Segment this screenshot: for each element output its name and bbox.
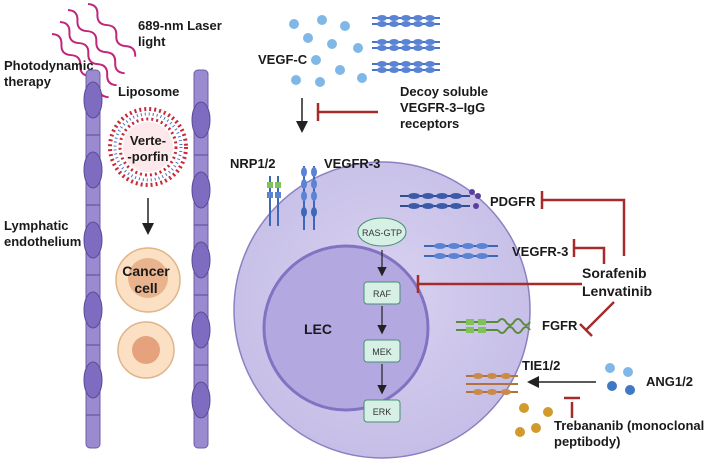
- vegfc-label: VEGF-C: [258, 52, 308, 67]
- liposome: [108, 107, 188, 187]
- laser-label-line1: 689-nm Laser: [138, 18, 222, 33]
- ang-label: ANG1/2: [646, 374, 693, 389]
- raf-label: RAF: [373, 289, 392, 299]
- ras-gtp-label: RAS-GTP: [362, 228, 402, 238]
- sorafenib-label: Sorafenib: [582, 265, 647, 281]
- tie-label: TIE1/2: [522, 358, 560, 373]
- verteporfin-label-line2: -porfin: [127, 149, 168, 164]
- trebananib-label-line1: Trebananib (monoclonal: [554, 418, 704, 433]
- ras-gtp-node: [357, 217, 407, 247]
- verteporfin-label-line1: Verte-: [130, 133, 166, 148]
- trebananib-label-line2: peptibody): [554, 434, 620, 449]
- vegfr3-right-label: VEGFR-3: [512, 244, 568, 259]
- decoy-label-line2: VEGFR-3–IgG: [400, 100, 485, 115]
- cancer-label-line1: Cancer: [122, 263, 170, 279]
- vegfc-ligands: [289, 15, 367, 87]
- mek-node: [363, 339, 401, 363]
- erk-node: [363, 399, 401, 423]
- pdt-label-line2: therapy: [4, 74, 52, 89]
- trebananib-molecules: [515, 403, 553, 437]
- ang-ligands: [605, 363, 635, 395]
- cancer-label-line2: cell: [134, 280, 157, 296]
- pdgfr-label: PDGFR: [490, 194, 536, 209]
- cancer-cell: [115, 247, 181, 313]
- tie-receptor: [466, 373, 518, 395]
- decoy-inhibition-line: [316, 103, 378, 121]
- lymphatic-label-line2: endothelium: [4, 234, 81, 249]
- lenvatinib-label: Lenvatinib: [582, 283, 652, 299]
- vegfr3-top-receptor: [301, 166, 317, 230]
- pdt-label-line1: Photodynamic: [4, 58, 94, 73]
- lec-nucleus: [262, 244, 430, 412]
- fgfr-receptor: [456, 318, 531, 334]
- vegfr3-top-label: VEGFR-3: [324, 156, 380, 171]
- lymphatic-endothelium-left-wall: [83, 69, 103, 449]
- decoy-label-line3: receptors: [400, 116, 459, 131]
- laser-light-rays: [51, 3, 137, 99]
- decoy-receptors: [372, 15, 440, 73]
- lec-label: LEC: [304, 321, 332, 337]
- pdgfr-receptor: [400, 189, 481, 209]
- laser-label-line2: light: [138, 34, 166, 49]
- lymphatic-label-line1: Lymphatic: [4, 218, 69, 233]
- cancer-cell-dying: [117, 321, 175, 379]
- erk-label: ERK: [373, 407, 392, 417]
- nrp-label: NRP1/2: [230, 156, 276, 171]
- decoy-label-line1: Decoy soluble: [400, 84, 488, 99]
- mek-label: MEK: [372, 347, 392, 357]
- liposome-label: Liposome: [118, 84, 179, 99]
- sorafenib-inhibition-lines: [416, 191, 626, 337]
- trebananib-inhibition-line: [564, 396, 580, 418]
- nrp-receptor: [267, 176, 281, 226]
- vegfr3-right-receptor: [424, 243, 498, 259]
- fgfr-label: FGFR: [542, 318, 578, 333]
- raf-node: [363, 281, 401, 305]
- lymphatic-endothelium-right-wall: [191, 69, 211, 449]
